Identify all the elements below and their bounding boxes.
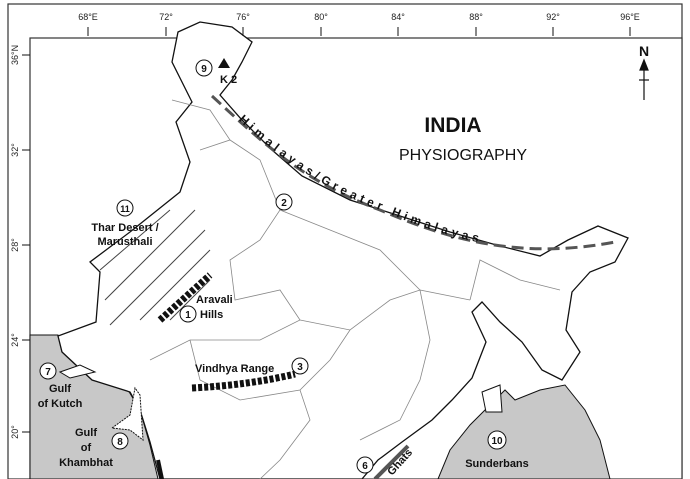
marker-10-num: 10 [491,436,503,447]
graticule-ticks [22,27,631,433]
marker-3-num: 3 [297,362,303,373]
lon-label-80: 80° [314,12,328,22]
north-arrow-icon [639,58,649,100]
marker-1 [179,305,197,323]
himalayas-line [210,94,616,251]
lon-label-68: 68°E [78,12,98,22]
bay-of-bengal [437,384,611,479]
thar-desert-hatch [99,209,211,326]
marker-9-num: 9 [201,64,207,75]
marker-7 [39,362,57,380]
lon-label-84: 84° [391,12,405,22]
kutch-label-2: of Kutch [38,398,83,410]
lon-label-88: 88° [469,12,483,22]
marker-6-num: 6 [362,461,368,472]
gulf-of-khambhat-hatch [110,386,144,442]
lat-label-28: 28° [10,238,20,252]
gulf-of-kutch-hatch [58,364,97,379]
north-label: N [639,43,649,59]
peak-icon [218,58,230,68]
thar-label-1: Thar Desert / [91,222,158,234]
map-subtitle: PHYSIOGRAPHY [399,147,527,164]
lon-label-96: 96°E [620,12,640,22]
marker-9 [195,59,213,77]
vindhya-range-symbol [191,370,296,392]
lat-label-24: 24° [10,333,20,347]
thar-label-2: Marusthali [97,236,152,248]
marker-8-num: 8 [117,437,123,448]
lon-label-72: 72° [159,12,173,22]
india-outline [57,21,629,479]
marker-2 [275,193,293,211]
khambhat-label-1: Gulf [75,427,97,439]
sunderbans-hatch [481,384,503,413]
state-borders [149,99,561,479]
lat-label-36: 36°N [10,45,20,65]
marker-10 [487,430,507,450]
lon-label-92: 92° [546,12,560,22]
map-title: INDIA [424,114,481,137]
marker-1-num: 1 [185,310,191,321]
marker-11 [116,199,134,217]
aravali-label-2: Hills [200,309,223,321]
vindhya-label: Vindhya Range [195,363,274,375]
k2-label: K 2 [220,74,237,86]
marker-11-num: 11 [120,204,130,214]
eastern-ghats-line [373,444,410,479]
marker-6 [356,456,374,474]
marker-3 [291,357,309,375]
western-ghats-line [156,459,164,479]
lon-label-76: 76° [236,12,250,22]
sunderbans-label: Sunderbans [465,458,529,470]
kutch-label-1: Gulf [49,383,71,395]
khambhat-label-3: Khambhat [59,457,113,469]
lat-label-32: 32° [10,143,20,157]
aravali-range-symbol [157,272,213,323]
aravali-label-1: Aravali [196,294,233,306]
khambhat-label-2: of [81,442,92,454]
lat-label-20: 20° [10,425,20,439]
marker-7-num: 7 [45,367,51,378]
marker-2-num: 2 [281,198,287,209]
marker-8 [111,432,129,450]
